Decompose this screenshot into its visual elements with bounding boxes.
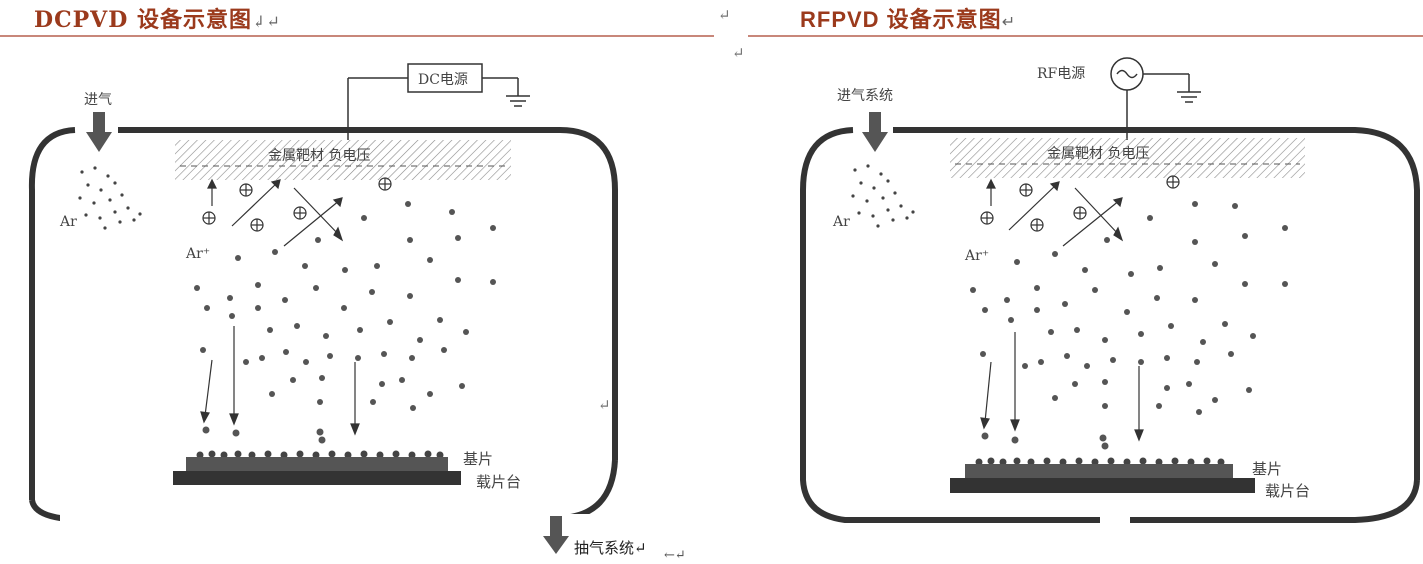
ion-arrows [986, 178, 1124, 247]
dc-power-label: DC电源 [418, 72, 468, 88]
sputtered-atoms [194, 201, 496, 444]
chamber-outline-left [28, 127, 76, 500]
target-label: 金属靶材 负电压 [268, 148, 370, 164]
wafer-stage [173, 471, 461, 485]
exhaust-arrow-head [543, 536, 569, 554]
ar-cloud [851, 164, 915, 228]
ion-arrows [207, 178, 344, 247]
sputtered-atoms [970, 201, 1288, 450]
inlet-arrow-shaft [93, 112, 105, 134]
dcpvd-heading: DCPVD 设备示意图↲↵ [34, 2, 281, 34]
deposition-arrows [980, 332, 1144, 442]
stage-label: 载片台 [476, 473, 521, 491]
ar-label: Ar [59, 214, 77, 230]
ground-icon [506, 95, 530, 107]
argon-ions [980, 175, 1180, 232]
paragraph-mark-icon: ↲↵ [251, 12, 281, 31]
inlet-arrow-head [862, 132, 888, 152]
target-label: 金属靶材 负电压 [1047, 146, 1149, 162]
dc-power-box [407, 63, 483, 93]
dcpvd-title: DCPVD 设备示意图 [34, 7, 252, 33]
metal-target [950, 138, 1305, 178]
ar-cloud [78, 166, 142, 230]
rfpvd-title: RFPVD 设备示意图 [800, 7, 1002, 32]
substrate [186, 457, 448, 471]
exhaust-arrow-shaft [550, 516, 562, 538]
dcpvd-diagram: 进气 Ar DC电源 金属靶材 负电压 Ar⁺ [28, 63, 618, 554]
paragraph-mark-icon: ↵ [1001, 14, 1017, 31]
corner-mark: ←↵ [664, 548, 686, 563]
inlet-arrow-head [86, 132, 112, 152]
heading-rule-left [0, 35, 714, 37]
ar-label: Ar [832, 214, 850, 230]
gas-in-label: 进气系统 [837, 88, 893, 104]
substrate-label: 基片 [1252, 460, 1282, 478]
rfpvd-heading: RFPVD 设备示意图↵ [800, 2, 1016, 34]
heading-rule-right [748, 35, 1423, 37]
chamber-outline-left [800, 127, 1420, 523]
return-mark-2: ↵ [732, 44, 745, 62]
return-mark-3: ↵ [598, 396, 611, 414]
ar-ion-label: Ar⁺ [964, 248, 989, 264]
rf-power-label: RF电源 [1037, 66, 1085, 82]
exhaust-label: 抽气系统↵ [574, 539, 647, 557]
return-mark-1: ↵ [718, 6, 731, 24]
ar-ion-label: Ar⁺ [185, 246, 210, 262]
deposit-bumps [975, 457, 1225, 466]
chamber-outline [118, 127, 618, 460]
wafer-stage [950, 478, 1255, 493]
ground-icon [1177, 91, 1201, 103]
stage-label: 载片台 [1265, 482, 1310, 500]
chamber-outline [893, 127, 1420, 480]
argon-ions [202, 177, 392, 232]
metal-target [175, 140, 511, 180]
deposit-bumps [196, 450, 444, 459]
deposition-arrows [200, 326, 360, 436]
substrate [965, 464, 1233, 478]
inlet-arrow-shaft [869, 112, 881, 134]
substrate-label: 基片 [463, 450, 493, 468]
gas-in-label: 进气 [84, 92, 112, 108]
rfpvd-diagram: 进气系统 Ar RF电源 金属靶材 负电压 Ar⁺ [800, 57, 1420, 524]
